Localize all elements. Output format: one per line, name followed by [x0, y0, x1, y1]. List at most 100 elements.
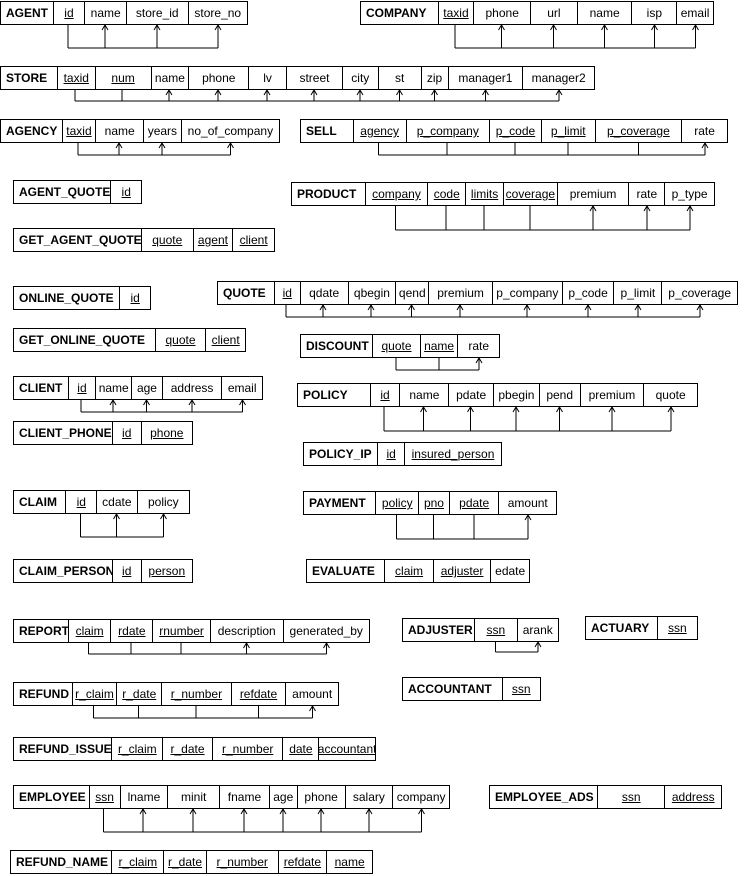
column: name: [150, 67, 189, 89]
column: email: [676, 2, 713, 24]
key-column: r_date: [163, 851, 206, 873]
column: premium: [428, 282, 492, 304]
key-column: adjuster: [432, 560, 490, 582]
table-name: POLICY: [303, 388, 348, 402]
key-column: p_company: [405, 120, 490, 142]
key-column: r_number: [161, 683, 231, 705]
column: phone: [296, 786, 345, 808]
table-name: EMPLOYEE: [19, 790, 86, 804]
key-column: claim: [384, 560, 433, 582]
key-column: policy: [375, 492, 418, 514]
table-name: AGENCY: [6, 124, 58, 138]
column: premium: [556, 183, 629, 205]
table-name: POLICY_IP: [309, 447, 372, 461]
key-column: id: [273, 282, 300, 304]
column: name: [95, 377, 131, 399]
key-column: num: [94, 67, 151, 89]
key-column: r_date: [162, 738, 212, 760]
column: rate: [681, 120, 727, 142]
column: p_coverage: [661, 282, 737, 304]
column: lname: [119, 786, 168, 808]
table-name: CLAIM: [19, 495, 57, 509]
column: p_limit: [613, 282, 661, 304]
column: pdate: [448, 384, 493, 406]
column: age: [131, 377, 162, 399]
key-column: agent: [192, 229, 233, 251]
column: p_code: [561, 282, 614, 304]
key-column: r_claim: [111, 851, 163, 873]
key-column: id: [377, 443, 404, 465]
column: years: [143, 120, 181, 142]
column: manager1: [447, 67, 523, 89]
column: url: [530, 2, 577, 24]
table-name: EVALUATE: [312, 564, 375, 578]
key-column: ssn: [597, 786, 664, 808]
column: street: [286, 67, 342, 89]
key-column: quote: [154, 329, 206, 351]
column: description: [209, 620, 283, 642]
table-name: GET_ONLINE_QUOTE: [19, 333, 146, 347]
table-name: PAYMENT: [309, 496, 366, 510]
key-column: address: [664, 786, 721, 808]
column: qdate: [299, 282, 348, 304]
column: policy: [136, 491, 189, 513]
column: amount: [498, 492, 556, 514]
key-column: r_date: [116, 683, 161, 705]
table-name: DISCOUNT: [306, 339, 369, 353]
table-name: ACCOUNTANT: [408, 682, 492, 696]
table-name: REFUND: [19, 687, 69, 701]
key-column: claim: [67, 620, 111, 642]
table-name: CLAIM_PERSON: [19, 564, 112, 578]
column: lv: [248, 67, 286, 89]
table-name: SELL: [306, 124, 337, 138]
key-column: r_number: [211, 738, 283, 760]
key-column: accountant: [318, 738, 375, 760]
column: qbegin: [347, 282, 396, 304]
key-column: quote: [140, 229, 193, 251]
key-column: quote: [372, 335, 420, 357]
column: st: [377, 67, 421, 89]
column: amount: [285, 683, 338, 705]
key-column: rnumber: [152, 620, 210, 642]
key-column: id: [111, 560, 141, 582]
key-column: coverage: [502, 183, 557, 205]
column: edate: [490, 560, 529, 582]
key-column: id: [119, 287, 150, 309]
column: minit: [167, 786, 219, 808]
key-column: taxid: [61, 120, 96, 142]
column: email: [221, 377, 262, 399]
column: store_id: [126, 2, 187, 24]
column: no_of_company: [180, 120, 279, 142]
column: address: [161, 377, 221, 399]
key-column: code: [427, 183, 465, 205]
key-column: taxid: [437, 2, 474, 24]
key-column: phone: [140, 422, 192, 444]
column: phone: [188, 67, 248, 89]
key-column: name: [419, 335, 458, 357]
key-column: company: [364, 183, 428, 205]
table-name: REFUND_NAME: [16, 855, 109, 869]
table-name: ADJUSTER: [408, 623, 473, 637]
key-column: client: [205, 329, 245, 351]
key-column: name: [326, 851, 372, 873]
key-column: id: [52, 2, 85, 24]
column: name: [95, 120, 143, 142]
table-name: REPORT: [19, 624, 68, 638]
key-column: refdate: [230, 683, 286, 705]
key-column: r_number: [205, 851, 278, 873]
column: fname: [219, 786, 269, 808]
